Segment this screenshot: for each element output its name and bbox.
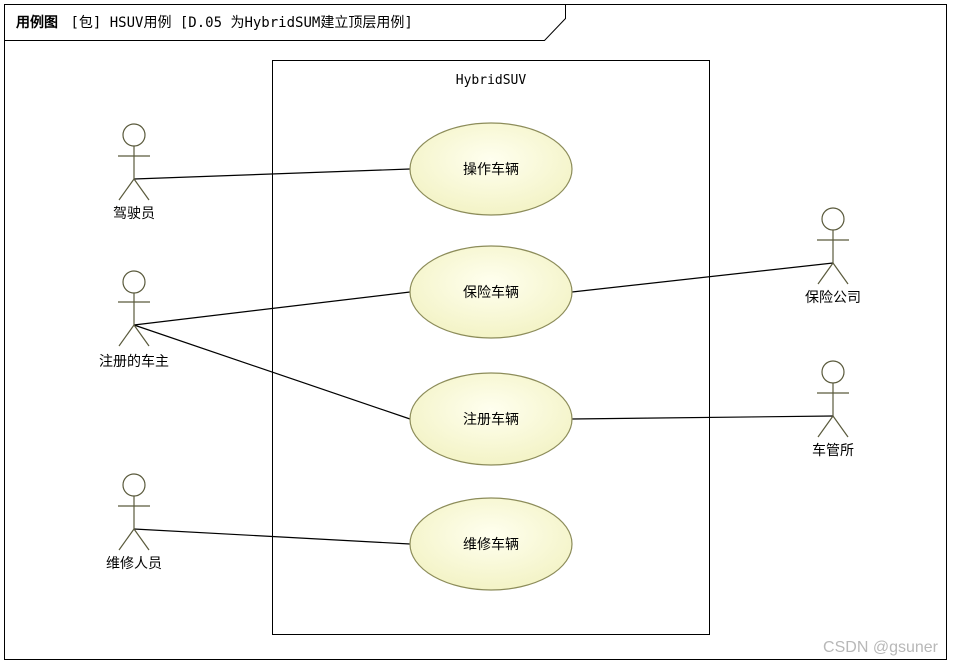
- association-driver-operate: [133, 168, 411, 180]
- association-dmv-register: [571, 415, 834, 420]
- actor-registered-owner[interactable]: 注册的车主: [99, 270, 169, 370]
- use-case-register[interactable]: 注册车辆: [409, 372, 573, 466]
- association-maintainer-maintain: [133, 528, 411, 545]
- actor-driver[interactable]: 驾驶员: [113, 123, 155, 222]
- actor-figure-icon: [817, 207, 849, 285]
- actor-figure-icon: [817, 360, 849, 438]
- use-case-label: 操作车辆: [463, 161, 519, 178]
- watermark: CSDN @gsuner: [823, 639, 939, 656]
- actor-figure-icon: [118, 473, 150, 551]
- actor-label: 维修人员: [106, 556, 162, 572]
- actor-insurance-company[interactable]: 保险公司: [805, 207, 861, 306]
- system-name: HybridSUV: [456, 73, 527, 88]
- actor-figure-icon: [118, 270, 150, 347]
- frame-title: 用例图 [包] HSUV用例 [D.05 为HybridSUM建立顶层用例]: [16, 14, 413, 31]
- use-case-maintain[interactable]: 维修车辆: [409, 497, 573, 591]
- actor-label: 驾驶员: [113, 206, 155, 222]
- use-case-insure[interactable]: 保险车辆: [409, 245, 573, 339]
- association-owner-register: [133, 324, 411, 420]
- actor-label: 车管所: [812, 442, 854, 459]
- system-boundary: [272, 60, 710, 635]
- use-case-label: 注册车辆: [463, 411, 519, 428]
- association-lines: [133, 168, 834, 545]
- frame-kind: 用例图: [16, 14, 58, 31]
- association-insurance-insure: [571, 262, 834, 293]
- actor-dmv[interactable]: 车管所: [812, 360, 854, 459]
- actor-figure-icon: [118, 123, 150, 201]
- frame-title-tab: [4, 4, 566, 41]
- use-case-label: 保险车辆: [463, 284, 519, 301]
- actor-label: 保险公司: [805, 290, 861, 306]
- use-case-operate[interactable]: 操作车辆: [409, 122, 573, 216]
- association-owner-insure: [133, 291, 411, 326]
- actor-maintainer[interactable]: 维修人员: [106, 473, 162, 572]
- actor-label: 注册的车主: [99, 353, 169, 370]
- use-case-label: 维修车辆: [463, 536, 519, 553]
- frame-detail: [包] HSUV用例 [D.05 为HybridSUM建立顶层用例]: [70, 15, 412, 31]
